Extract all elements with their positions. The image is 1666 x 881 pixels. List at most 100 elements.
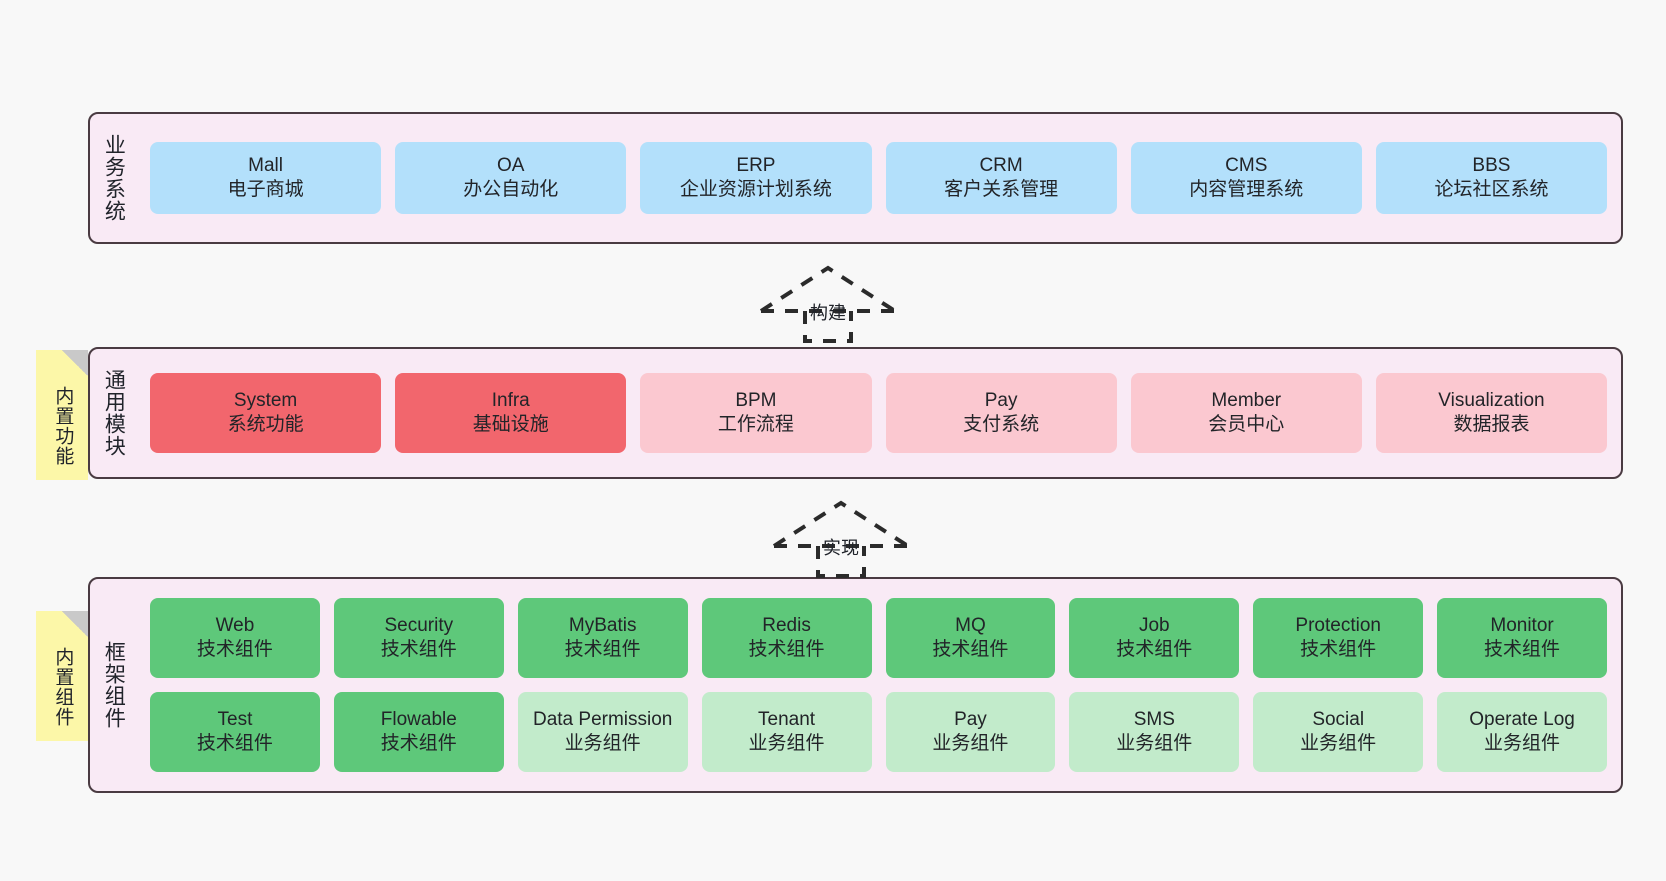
node-title: Pay [984,390,1018,412]
node-title: Redis [762,615,811,637]
layer-title-framework-components: 框架组件 [102,641,126,729]
layer-business-systems[interactable]: 业务系统 Mall 电子商城 OA 办公自动化 ERP 企业资源计划系统 CRM… [88,112,1623,244]
node-title: Monitor [1490,615,1554,637]
node-subtitle: 系统功能 [227,414,304,435]
node-subtitle: 技术组件 [564,639,641,660]
node-title: ERP [736,155,776,177]
node-subtitle: 支付系统 [963,414,1040,435]
note-builtin-functions[interactable]: 内置功能 [36,350,88,480]
node-test[interactable]: Test 技术组件 [150,692,320,772]
node-title: Test [217,709,253,731]
node-system[interactable]: System 系统功能 [150,373,382,453]
node-title: SMS [1133,709,1175,731]
connector-implement: 实现 [771,498,911,578]
layer-common-modules[interactable]: 通用模块 System 系统功能 Infra 基础设施 BPM 工作流程 Pay… [88,347,1623,479]
node-job[interactable]: Job 技术组件 [1069,598,1240,678]
node-cms[interactable]: CMS 内容管理系统 [1130,142,1362,214]
node-subtitle: 办公自动化 [463,179,559,200]
note-fold-corner-icon [62,611,88,637]
node-subtitle: 基础设施 [472,414,549,435]
node-web[interactable]: Web 技术组件 [150,598,320,678]
node-title: Social [1312,709,1365,731]
box-row: Test 技术组件 Flowable 技术组件 Data Permission … [150,692,1607,772]
node-title: CRM [979,155,1023,177]
note-builtin-components[interactable]: 内置组件 [36,611,88,741]
node-erp[interactable]: ERP 企业资源计划系统 [640,142,872,214]
box-row: Web 技术组件 Security 技术组件 MyBatis 技术组件 Redi… [150,598,1607,678]
node-subtitle: 业务组件 [564,733,641,754]
node-title: OA [497,155,525,177]
node-title: Tenant [758,709,816,731]
node-subtitle: 业务组件 [748,733,825,754]
node-mybatis[interactable]: MyBatis 技术组件 [517,598,688,678]
node-title: Visualization [1438,390,1545,412]
node-subtitle: 数据报表 [1453,414,1530,435]
node-title: Web [215,615,255,637]
node-crm[interactable]: CRM 客户关系管理 [885,142,1117,214]
connector-stem-icon [816,546,866,578]
node-title: Job [1138,615,1170,637]
node-member[interactable]: Member 会员中心 [1130,373,1362,453]
node-title: Operate Log [1469,709,1575,731]
layer-body-business-systems: Mall 电子商城 OA 办公自动化 ERP 企业资源计划系统 CRM 客户关系… [136,114,1621,242]
node-monitor[interactable]: Monitor 技术组件 [1437,598,1607,678]
node-pay-module[interactable]: Pay 支付系统 [885,373,1117,453]
node-flowable[interactable]: Flowable 技术组件 [333,692,504,772]
node-subtitle: 业务组件 [1300,733,1377,754]
node-subtitle: 技术组件 [1116,639,1193,660]
note-label: 内置组件 [52,647,74,727]
arrowhead-icon [759,265,897,313]
node-title: Protection [1295,615,1381,637]
box-row: Mall 电子商城 OA 办公自动化 ERP 企业资源计划系统 CRM 客户关系… [150,142,1608,214]
node-tenant[interactable]: Tenant 业务组件 [701,692,872,772]
node-sms[interactable]: SMS 业务组件 [1069,692,1240,772]
node-bbs[interactable]: BBS 论坛社区系统 [1375,142,1608,214]
node-subtitle: 技术组件 [748,639,825,660]
node-operate-log[interactable]: Operate Log 业务组件 [1437,692,1607,772]
connector-label-implement: 实现 [823,538,859,558]
arrowhead-icon [772,500,910,548]
layer-body-common-modules: System 系统功能 Infra 基础设施 BPM 工作流程 Pay 支付系统… [136,349,1621,477]
node-oa[interactable]: OA 办公自动化 [395,142,627,214]
node-mq[interactable]: MQ 技术组件 [885,598,1056,678]
node-subtitle: 论坛社区系统 [1434,179,1549,200]
node-subtitle: 电子商城 [227,179,304,200]
node-title: Member [1211,390,1282,412]
node-visualization[interactable]: Visualization 数据报表 [1375,373,1608,453]
layer-title-business-systems: 业务系统 [102,134,126,222]
node-redis[interactable]: Redis 技术组件 [701,598,872,678]
node-bpm[interactable]: BPM 工作流程 [640,373,872,453]
node-subtitle: 客户关系管理 [944,179,1059,200]
node-subtitle: 技术组件 [196,733,273,754]
node-subtitle: 技术组件 [932,639,1009,660]
node-title: Infra [491,390,530,412]
node-subtitle: 内容管理系统 [1189,179,1304,200]
node-title: CMS [1225,155,1268,177]
node-title: MyBatis [568,615,637,637]
node-mall[interactable]: Mall 电子商城 [150,142,382,214]
node-subtitle: 技术组件 [196,639,273,660]
layer-body-framework-components: Web 技术组件 Security 技术组件 MyBatis 技术组件 Redi… [136,579,1621,791]
layer-framework-components[interactable]: 框架组件 Web 技术组件 Security 技术组件 MyBatis 技术组件… [88,577,1623,793]
node-title: Mall [248,155,283,177]
node-subtitle: 业务组件 [932,733,1009,754]
node-title: System [233,390,298,412]
node-subtitle: 业务组件 [1484,733,1561,754]
note-label: 内置功能 [52,386,74,466]
node-title: Pay [954,709,987,731]
connector-stem-icon [803,311,853,343]
node-subtitle: 业务组件 [1116,733,1193,754]
node-protection[interactable]: Protection 技术组件 [1253,598,1424,678]
node-data-permission[interactable]: Data Permission 业务组件 [517,692,688,772]
node-title: Data Permission [532,709,673,731]
node-subtitle: 企业资源计划系统 [679,179,832,200]
node-infra[interactable]: Infra 基础设施 [395,373,627,453]
node-subtitle: 技术组件 [380,733,457,754]
layer-title-common-modules: 通用模块 [102,369,126,457]
node-security[interactable]: Security 技术组件 [333,598,504,678]
node-social[interactable]: Social 业务组件 [1253,692,1424,772]
node-pay-component[interactable]: Pay 业务组件 [885,692,1056,772]
node-title: Flowable [380,709,457,731]
node-subtitle: 技术组件 [1484,639,1561,660]
